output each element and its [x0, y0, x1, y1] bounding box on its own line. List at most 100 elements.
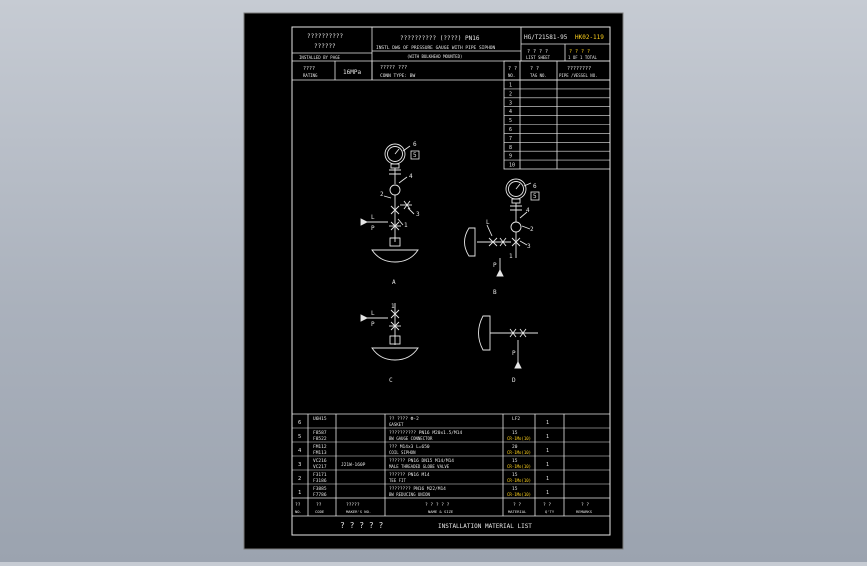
b-callout-6: 6	[533, 183, 537, 190]
drawing-number: HK02-119	[575, 34, 604, 41]
material-mat-grade: CR-1Mo(10)	[507, 492, 531, 497]
rating-en: RATING	[303, 73, 318, 78]
b-box-5	[530, 191, 540, 201]
material-code: F3171	[313, 472, 327, 478]
a-callout-6: 6	[413, 141, 417, 148]
tag-row-no: 9	[509, 154, 512, 160]
hdr-qty-cn: ? ?	[543, 502, 551, 508]
material-qty: 1	[546, 476, 549, 482]
material-qty: 1	[546, 462, 549, 468]
b-tag-p: P	[493, 262, 497, 269]
hdr-mat-cn: ? ?	[513, 502, 521, 508]
material-no: 1	[298, 490, 301, 496]
tag-hdr3-cn: ????????	[567, 66, 591, 72]
material-name-en: BW REDUCING UNION	[389, 492, 431, 497]
b-callout-5: 5	[533, 193, 537, 200]
c-tag-l: L	[371, 310, 375, 317]
material-no: 2	[298, 476, 301, 482]
sheet-cn: ? ? ? ?	[527, 49, 548, 55]
tag-hdr1-en: NO.	[508, 73, 515, 78]
a-tag-p: P	[371, 225, 375, 232]
material-code: U6H15	[313, 416, 327, 422]
hdr-spec-en: MAKER'S NO.	[346, 509, 371, 514]
d-tag-p: P	[512, 350, 516, 357]
tag-row-no: 3	[509, 100, 512, 106]
tag-hdr2-cn: ? ?	[530, 66, 539, 72]
material-qty: 1	[546, 434, 549, 440]
rating-cn: ????	[303, 66, 315, 72]
std-number: HG/T21581-95	[524, 34, 568, 41]
conn-cn: ????? ???	[380, 65, 407, 71]
material-code: F8522	[313, 436, 327, 442]
tag-row-no: 7	[509, 136, 512, 142]
a-tag-l: L	[371, 214, 375, 221]
b-tag-l: L	[486, 219, 490, 226]
material-mat: 15	[512, 486, 518, 492]
b-callout-2: 2	[530, 226, 534, 233]
tag-row-no: 10	[509, 163, 515, 169]
tag-row-no: 1	[509, 83, 512, 89]
detail-c-label: C	[389, 377, 393, 384]
material-mat: 20	[512, 444, 518, 450]
material-mat-grade: CR-1Mo(10)	[507, 436, 531, 441]
total-cn: ? ? ? ?	[569, 49, 590, 55]
conn-en: CONN TYPE: BW	[380, 73, 416, 79]
material-qty: 1	[546, 490, 549, 496]
material-code: F3885	[313, 486, 327, 492]
material-code: VC216	[313, 458, 327, 464]
detail-d-label: D	[512, 377, 516, 384]
material-name-cn: ?????? PN16 M14	[389, 472, 430, 478]
detail-a	[360, 143, 419, 263]
material-no: 3	[298, 462, 301, 468]
a-callout-5: 5	[413, 152, 417, 159]
material-no: 6	[298, 420, 301, 426]
material-mat-grade: CR-1Mo(10)	[507, 478, 531, 483]
a-callout-4: 4	[409, 173, 413, 180]
a-callout-1: 1	[404, 222, 408, 229]
hdr-name-en: NAME & SIZE	[428, 509, 454, 514]
drawing-sheet	[243, 12, 624, 550]
c-callout-1: 1	[391, 303, 395, 310]
tag-hdr2-en: TAG NO.	[530, 73, 547, 78]
material-name-cn: ?? ???? Ф-2	[389, 416, 419, 422]
title-center-en2: (WITH BULKHEAD MOUNTED)	[407, 54, 462, 59]
material-mat: 15	[512, 430, 518, 436]
title-cn-1: ??????????	[307, 33, 344, 40]
material-code: F7786	[313, 492, 327, 498]
hdr-code-cn: ??	[316, 502, 322, 508]
material-footer-en: INSTALLATION MATERIAL LIST	[438, 523, 532, 530]
hdr-no-cn: ??	[295, 502, 301, 508]
hdr-mat-en: MATERIAL	[508, 509, 527, 514]
b-callout-4: 4	[526, 207, 530, 214]
material-spec: J21W-160P	[341, 462, 366, 468]
hdr-rmk-en: REMARKS	[576, 509, 593, 514]
b-callout-1: 1	[509, 253, 513, 260]
material-code: VC217	[313, 464, 327, 470]
material-mat-grade: CR-1Mo(10)	[507, 450, 531, 455]
hdr-name-cn: ? ? ? ? ?	[425, 502, 450, 508]
hdr-rmk-cn: ? ?	[581, 502, 589, 508]
hdr-qty-en: Q'TY	[545, 509, 555, 514]
sheet-en: LIST SHEET	[526, 55, 551, 60]
material-code: F3186	[313, 478, 327, 484]
material-qty: 1	[546, 448, 549, 454]
tag-hdr1-cn: ? ?	[508, 66, 517, 72]
detail-d	[478, 315, 538, 369]
material-name-en: TEE FIT	[389, 478, 406, 483]
material-name-cn: ?????????? PN16 M20x1.5/M14	[389, 430, 462, 436]
a-box-5	[410, 150, 420, 160]
tag-row-no: 4	[509, 109, 512, 115]
total-en: 1 OF 1 TOTAL	[568, 55, 597, 60]
tag-row-no: 6	[509, 127, 512, 133]
a-callout-2: 2	[380, 191, 384, 198]
title-cn-2: ??????	[314, 43, 336, 50]
material-name-en: COIL SIPHON	[389, 450, 416, 455]
material-table-lines	[292, 413, 610, 517]
material-name-cn: ???????? PN16 M22/M14	[389, 486, 446, 492]
drawing-frame	[291, 26, 611, 536]
material-mat: LF2	[512, 416, 520, 422]
